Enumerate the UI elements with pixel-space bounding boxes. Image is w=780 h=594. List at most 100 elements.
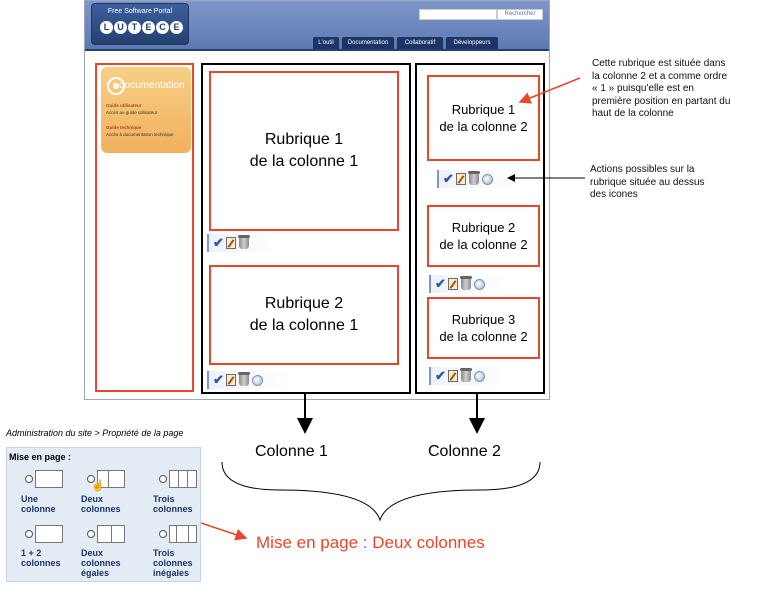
- annotation-actions: Actions possibles sur la rubrique située…: [590, 164, 705, 202]
- rubrique-subtitle: de la colonne 1: [249, 317, 359, 334]
- trash-icon[interactable]: [238, 372, 250, 386]
- rubrique-actions: ✔: [207, 234, 277, 252]
- radio-deux-colonnes-egales[interactable]: [87, 530, 95, 538]
- annotation-line: Cette rubrique est située dans: [592, 58, 726, 69]
- logo-letter: T: [128, 21, 141, 34]
- edit-icon[interactable]: [456, 173, 466, 185]
- layout-two-equal-icon: [97, 525, 125, 543]
- layout-three-columns-icon: [169, 470, 197, 488]
- guide-technique-link[interactable]: Guide technique: [106, 125, 142, 130]
- logo-letter: E: [142, 21, 155, 34]
- rubrique-actions: ✔: [429, 275, 509, 293]
- trash-icon[interactable]: [460, 368, 472, 382]
- rubrique-subtitle: de la colonne 2: [439, 237, 528, 252]
- guide-technique-desc: Accès à documentation technique: [106, 132, 174, 137]
- edit-icon[interactable]: [448, 278, 458, 290]
- annotation-line: Actions possibles sur la: [590, 164, 695, 175]
- portal-header: Free Software Portal L U T E C E Recherc…: [85, 1, 549, 51]
- radio-trois-colonnes[interactable]: [159, 475, 167, 483]
- tab-outil[interactable]: L'outil: [313, 37, 339, 49]
- validate-icon[interactable]: ✔: [443, 171, 454, 186]
- rubrique-subtitle: de la colonne 2: [439, 119, 528, 134]
- colonne-2-label: Colonne 2: [428, 443, 501, 460]
- guide-utilisateur-link[interactable]: Guide utilisateur: [106, 103, 142, 108]
- gear-icon: [107, 77, 125, 95]
- doc-card-title: documentation: [119, 80, 185, 91]
- rubrique-2-col-2[interactable]: Rubrique 2 de la colonne 2: [427, 205, 540, 267]
- rubrique-1-col-1[interactable]: Rubrique 1 de la colonne 1: [209, 71, 399, 231]
- column-2: Rubrique 1 de la colonne 2 ✔ Rubrique 2 de…: [415, 63, 545, 394]
- validate-icon[interactable]: ✔: [435, 368, 446, 383]
- trash-icon[interactable]: [460, 276, 472, 290]
- radio-deux-colonnes[interactable]: [87, 475, 95, 483]
- guide-utilisateur-desc: Accès au guide utilisateur: [106, 110, 158, 115]
- logo-letter: E: [170, 21, 183, 34]
- annotation-line: « 1 » puisqu'elle est en: [592, 83, 694, 94]
- layout-label: Mise en page :: [9, 452, 72, 462]
- validate-icon[interactable]: ✔: [213, 235, 224, 250]
- layout-two-columns-icon: [97, 470, 125, 488]
- rubrique-title: Rubrique 1: [451, 102, 516, 117]
- rubrique-title: Rubrique 1: [264, 131, 344, 148]
- annotation-line: première position en partant du: [592, 95, 731, 107]
- edit-icon[interactable]: [226, 237, 236, 249]
- rubrique-actions: ✔: [207, 371, 291, 389]
- radio-trois-colonnes-inegales[interactable]: [159, 530, 167, 538]
- move-icon[interactable]: [474, 370, 485, 382]
- trash-icon[interactable]: [468, 171, 480, 185]
- move-icon[interactable]: [474, 278, 485, 290]
- logo-letter: C: [156, 21, 169, 34]
- mise-en-page-caption: Mise en page : Deux colonnes: [256, 533, 485, 552]
- header-band: [85, 49, 549, 51]
- annotation-rubrique-position: Cette rubrique est située dans la colonn…: [592, 58, 730, 121]
- column-1: Rubrique 1 de la colonne 1 ✔ Rubrique 2 de…: [201, 63, 411, 394]
- annotation-line: haut de la colonne: [592, 108, 674, 119]
- tab-collaboratif[interactable]: Collaboratif: [397, 37, 443, 49]
- validate-icon[interactable]: ✔: [213, 372, 224, 387]
- tab-documentation[interactable]: Documentation: [342, 37, 394, 49]
- edit-icon[interactable]: [226, 374, 236, 386]
- rubrique-title: Rubrique 2: [451, 220, 516, 235]
- search-input[interactable]: [419, 9, 497, 20]
- rubrique-actions: ✔: [437, 170, 517, 188]
- edit-icon[interactable]: [448, 370, 458, 382]
- portal-screenshot: Free Software Portal L U T E C E Recherc…: [84, 0, 550, 400]
- search-button[interactable]: Rechercher: [497, 9, 543, 20]
- radio-une-colonne[interactable]: [25, 475, 33, 483]
- rubrique-1-col-2[interactable]: Rubrique 1 de la colonne 2: [427, 75, 540, 161]
- annotation-line: la colonne 2 et a comme ordre: [592, 70, 728, 82]
- rubrique-2-col-1[interactable]: Rubrique 2 de la colonne 1: [209, 265, 399, 365]
- rubrique-title: Rubrique 3: [451, 312, 516, 327]
- move-icon[interactable]: [252, 374, 263, 386]
- layout-1-plus-2-icon: [35, 525, 63, 543]
- lutece-logo[interactable]: Free Software Portal L U T E C E: [91, 3, 189, 45]
- admin-breadcrumb: Administration du site > Propriété de la…: [6, 428, 184, 438]
- tab-developpeurs[interactable]: Développeurs: [446, 37, 498, 49]
- logo-letter: L: [100, 21, 113, 34]
- colonne-1-label: Colonne 1: [255, 443, 328, 460]
- annotation-line: des icones: [590, 189, 638, 200]
- rubrique-actions: ✔: [429, 367, 509, 385]
- move-icon[interactable]: [482, 173, 493, 185]
- rubrique-subtitle: de la colonne 1: [249, 153, 359, 170]
- layout-three-unequal-icon: [169, 525, 197, 543]
- logo-letter: U: [114, 21, 127, 34]
- rubrique-subtitle: de la colonne 2: [439, 329, 528, 344]
- annotation-line: rubrique située au dessus: [590, 176, 705, 188]
- logo-title: Free Software Portal: [107, 8, 173, 15]
- documentation-card[interactable]: documentation Guide utilisateur Accès au…: [101, 67, 191, 153]
- rubrique-title: Rubrique 2: [264, 295, 344, 312]
- radio-1-plus-2-colonnes[interactable]: [25, 530, 33, 538]
- layout-one-column-icon: [35, 470, 63, 488]
- validate-icon[interactable]: ✔: [435, 276, 446, 291]
- trash-icon[interactable]: [238, 235, 250, 249]
- cursor-icon: ☝: [91, 480, 105, 492]
- rubrique-3-col-2[interactable]: Rubrique 3 de la colonne 2: [427, 297, 540, 359]
